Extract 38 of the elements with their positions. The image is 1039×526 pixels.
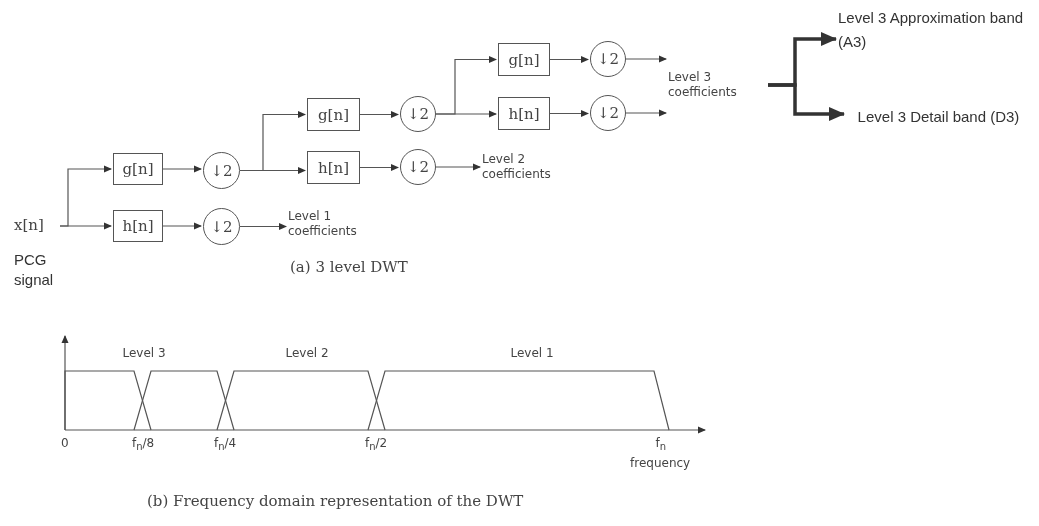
arrow bbox=[435, 110, 497, 118]
arrow bbox=[239, 167, 306, 174]
arrow bbox=[435, 163, 481, 171]
band-level-label: Level 3 bbox=[122, 346, 166, 360]
band-label: Level 3 Approximation band (A3) bbox=[838, 4, 1033, 56]
tick-label: f$_{n}$/2 bbox=[365, 436, 388, 453]
arrow bbox=[625, 55, 667, 63]
tick-label: f$_{n}$ bbox=[655, 436, 667, 453]
arrow bbox=[549, 110, 589, 117]
filter-box: g[n] bbox=[113, 153, 163, 185]
arrow bbox=[59, 222, 112, 230]
signal-caption: PCG signal bbox=[14, 250, 55, 290]
arrow bbox=[549, 56, 589, 63]
band-level-label: Level 2 bbox=[285, 346, 329, 360]
output-label: Level 2 coefficients bbox=[482, 149, 582, 185]
band-label: Level 3 Detail band (D3) bbox=[846, 92, 1031, 142]
caption: (a) 3 level DWT bbox=[290, 258, 408, 276]
signal-label: x[n] bbox=[14, 216, 44, 234]
filter-box: h[n] bbox=[307, 151, 360, 184]
tick-label: f$_{n}$/4 bbox=[214, 436, 237, 453]
filter-box: g[n] bbox=[498, 43, 550, 76]
output-label: Level 3 coefficients bbox=[668, 56, 768, 114]
tick-label: 0 bbox=[61, 436, 69, 450]
axis-title: frequency bbox=[630, 456, 691, 470]
filter-box: g[n] bbox=[307, 98, 360, 131]
band-level-label: Level 1 bbox=[510, 346, 554, 360]
caption: (b) Frequency domain representation of the DWT bbox=[147, 492, 524, 510]
arrow bbox=[359, 111, 399, 118]
filter-box: h[n] bbox=[498, 97, 550, 130]
arrow bbox=[239, 223, 287, 230]
arrow bbox=[162, 165, 202, 173]
tick-label: f$_{n}$/8 bbox=[132, 436, 155, 453]
filter-box: h[n] bbox=[113, 210, 163, 242]
arrow bbox=[359, 164, 399, 171]
arrow bbox=[625, 109, 667, 117]
arrow bbox=[162, 222, 202, 230]
arrow bbox=[768, 83, 845, 121]
output-label: Level 1 coefficients bbox=[288, 206, 388, 242]
